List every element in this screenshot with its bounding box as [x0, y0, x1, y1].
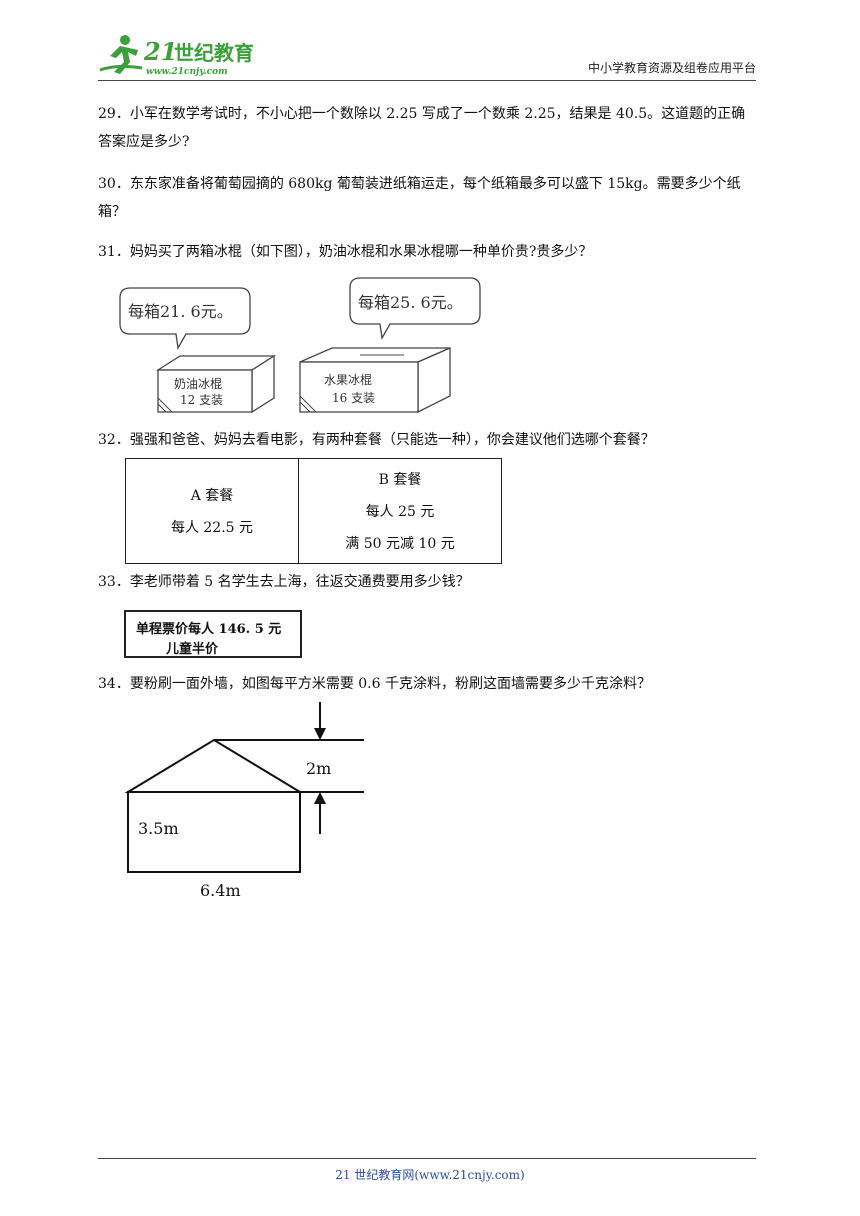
question-34: 34．要粉刷一面外墙，如图每平方米需要 0.6 千克涂料，粉刷这面墙需要多少千克…	[98, 676, 651, 692]
bubble-1-text: 每箱21. 6元。	[128, 302, 233, 321]
footer-divider	[98, 1158, 756, 1159]
package-a-price: 每人 22.5 元	[170, 520, 254, 536]
logo-number: 21	[143, 37, 177, 66]
side-label: 3.5m	[138, 819, 179, 838]
arrow-up-icon	[314, 792, 326, 804]
bubble-2-text: 每箱25. 6元。	[358, 293, 463, 312]
ticket-line-1: 单程票价每人 146. 5 元	[136, 622, 282, 637]
width-label: 6.4m	[200, 881, 241, 900]
package-a-cell: A 套餐 每人 22.5 元	[125, 458, 299, 564]
speech-bubble-2	[349, 277, 481, 340]
height-label: 2m	[306, 759, 331, 778]
package-b-cell: B 套餐 每人 25 元 满 50 元减 10 元	[298, 458, 502, 564]
question-33: 33．李老师带着 5 名学生去上海，往返交通费要用多少钱？	[98, 574, 470, 590]
wall-diagram: 2m 3.5m 6.4m	[124, 702, 364, 900]
ticket-line-2: 儿童半价	[166, 642, 219, 657]
package-b-discount: 满 50 元减 10 元	[345, 536, 455, 552]
question-32: 32．强强和爸爸、妈妈去看电影，有两种套餐（只能选一种），你会建议他们选哪个套餐…	[98, 432, 655, 448]
logo: 21 世纪教育 www.21cnjy.com	[99, 35, 254, 77]
logo-url: www.21cnjy.com	[146, 67, 228, 77]
question-29: 29．小军在数学考试时，不小心把一个数除以 2.25 写成了一个数乘 2.25，…	[98, 106, 746, 150]
package-b-price: 每人 25 元	[365, 504, 435, 520]
runner-icon	[99, 35, 143, 74]
icebox-figure: 每箱21. 6元。 每箱25. 6元。 奶油冰棍 12 支装 水果冰棍 16 支…	[119, 277, 481, 414]
footer-link[interactable]: 21 世纪教育网(www.21cnjy.com)	[335, 1168, 525, 1182]
package-b-title: B 套餐	[378, 472, 422, 488]
box-1-name: 奶油冰棍	[174, 377, 222, 391]
box-2-name: 水果冰棍	[324, 373, 372, 387]
package-table: A 套餐 每人 22.5 元 B 套餐 每人 25 元 满 50 元减 10 元	[125, 458, 502, 564]
question-30: 30．东东家准备将葡萄园摘的 680kg 葡萄装进纸箱运走，每个纸箱最多可以盛下…	[98, 176, 741, 220]
question-31: 31．妈妈买了两箱冰棍（如下图），奶油冰棍和水果冰棍哪一种单价贵?贵多少？	[98, 244, 593, 260]
ticket-price-box: 单程票价每人 146. 5 元 儿童半价	[124, 610, 302, 658]
fruit-icebox	[299, 347, 451, 414]
cream-icebox	[155, 354, 277, 414]
wall-roof	[124, 738, 304, 793]
box-2-count: 16 支装	[332, 391, 375, 405]
platform-title: 中小学教育资源及组卷应用平台	[587, 61, 756, 75]
package-a-title: A 套餐	[190, 488, 234, 504]
speech-bubble-1	[119, 287, 251, 350]
page-header: 21 世纪教育 www.21cnjy.com 中小学教育资源及组卷应用平台	[98, 28, 756, 81]
box-1-count: 12 支装	[180, 393, 223, 407]
logo-text: 世纪教育	[174, 41, 254, 65]
wall-body	[127, 791, 301, 873]
arrow-down-icon	[314, 728, 326, 740]
